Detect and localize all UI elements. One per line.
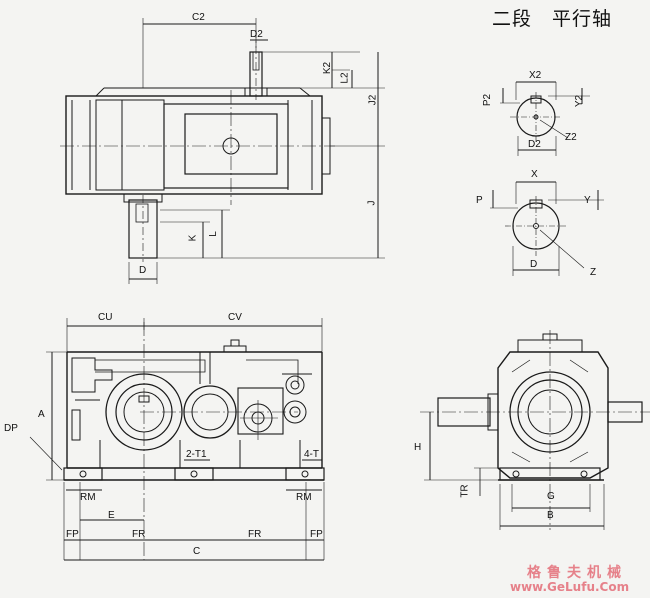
side-view bbox=[420, 330, 650, 530]
watermark-url: www.GeLufu.Com bbox=[510, 580, 630, 594]
dim-label-d2-top: D2 bbox=[250, 29, 263, 40]
dim-label-e: E bbox=[108, 510, 115, 521]
dim-label-a: A bbox=[38, 409, 45, 420]
dim-label-2-t1: 2-T1 bbox=[186, 449, 207, 460]
dim-label-p: P bbox=[476, 195, 483, 206]
dim-label-dp: DP bbox=[4, 423, 18, 434]
page-title: 二段 平行轴 bbox=[492, 8, 613, 30]
dim-label-d-top: D bbox=[139, 265, 147, 276]
dim-label-fr-right: FR bbox=[248, 529, 262, 540]
dim-label-k2: K2 bbox=[322, 61, 334, 75]
front-view bbox=[29, 318, 325, 561]
dim-label-z2: Z2 bbox=[565, 132, 577, 143]
dim-label-b: B bbox=[547, 510, 554, 521]
dim-label-d2-small: D2 bbox=[528, 139, 541, 150]
watermark-brand: 格鲁夫机械 bbox=[527, 565, 627, 581]
dim-label-rm-right: RM bbox=[296, 492, 312, 503]
dim-label-y2: Y2 bbox=[574, 94, 586, 108]
dim-label-c2: C2 bbox=[192, 12, 205, 23]
dim-label-4-t: 4-T bbox=[304, 449, 319, 460]
dim-label-x: X bbox=[531, 169, 538, 180]
dim-label-c: C bbox=[193, 546, 201, 557]
shaft-section-large bbox=[490, 181, 604, 276]
dim-label-fr-left: FR bbox=[132, 529, 146, 540]
dim-label-d-small: D bbox=[530, 259, 538, 270]
top-view bbox=[60, 18, 385, 284]
shaft-section-small bbox=[500, 81, 590, 156]
dim-label-h: H bbox=[414, 442, 422, 453]
dim-label-cv: CV bbox=[228, 312, 242, 323]
dim-label-j: J bbox=[366, 200, 378, 206]
dim-label-j2: J2 bbox=[367, 94, 379, 106]
dim-label-k: K bbox=[187, 234, 199, 242]
dim-label-g: G bbox=[547, 491, 555, 502]
dim-label-cu: CU bbox=[98, 312, 113, 323]
dim-label-l: L bbox=[207, 231, 219, 237]
dim-label-rm-left: RM bbox=[80, 492, 96, 503]
dim-label-fp-right: FP bbox=[310, 529, 323, 540]
dim-label-z: Z bbox=[590, 267, 597, 278]
dim-label-p2: P2 bbox=[482, 93, 494, 107]
dim-label-y: Y bbox=[584, 195, 591, 206]
dim-label-l2: L2 bbox=[339, 72, 351, 84]
dim-label-x2: X2 bbox=[529, 70, 542, 81]
dim-label-tr: TR bbox=[459, 484, 471, 498]
dim-label-fp-left: FP bbox=[66, 529, 79, 540]
